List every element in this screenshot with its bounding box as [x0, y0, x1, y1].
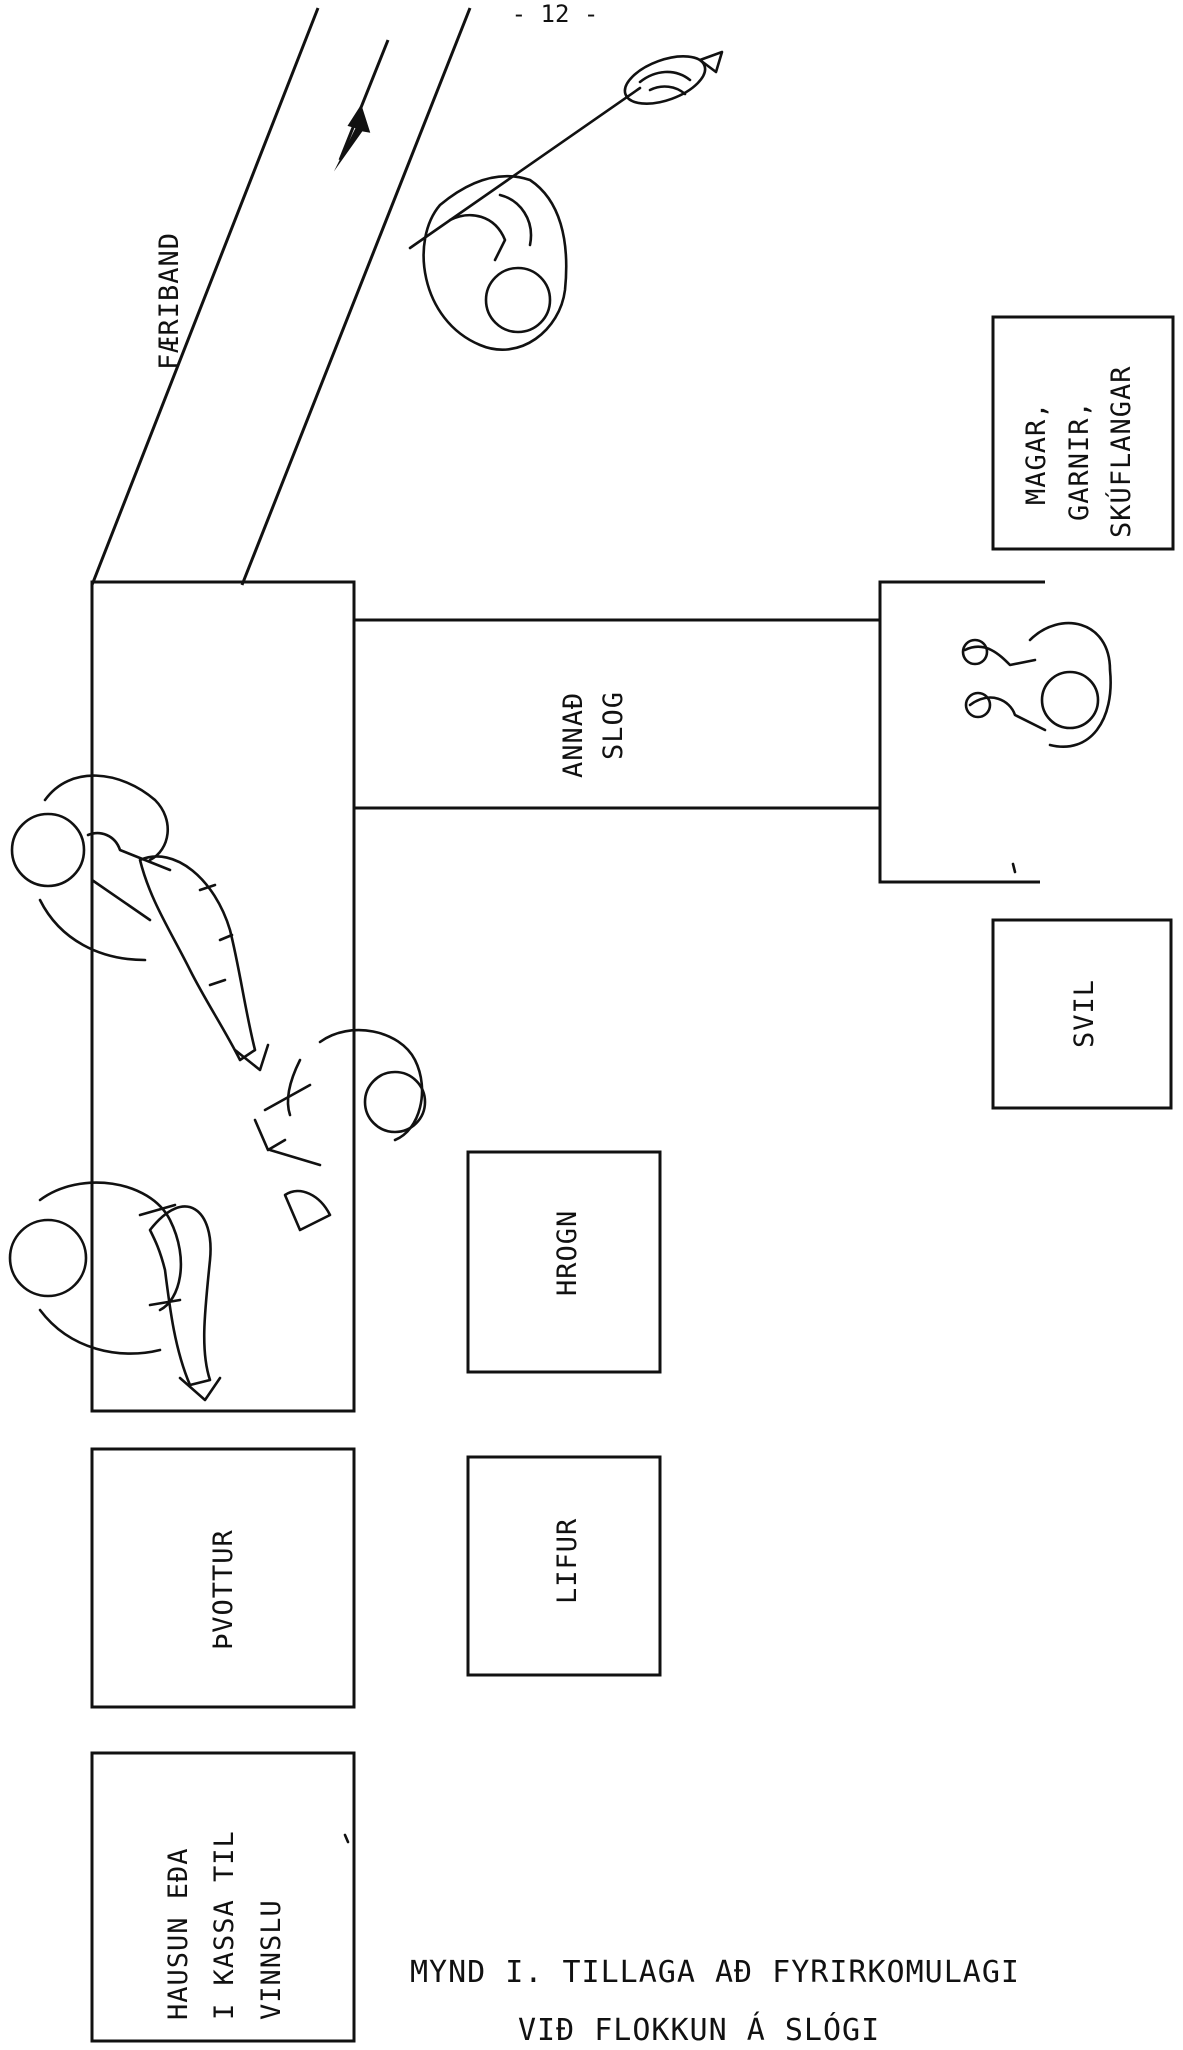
- magar-label-line1: MAGAR,: [1021, 401, 1052, 505]
- conveyor-label: FÆRIBAND: [154, 232, 185, 370]
- worker-with-net-illustration: [408, 50, 724, 351]
- processing-table: [90, 580, 356, 1413]
- magar-label-line2: GARNIR,: [1064, 400, 1095, 521]
- hrogn-label: HROGN: [552, 1210, 583, 1296]
- svil-label: SVIL: [1069, 979, 1100, 1048]
- hausun-label-line3: VINNSLU: [256, 1899, 287, 2020]
- conveyor-belt: FÆRIBAND: [90, 7, 472, 586]
- worker-side-table-illustration: [961, 622, 1112, 748]
- thvottur-label: ÞVOTTUR: [208, 1529, 239, 1650]
- caption-line1: MYND I. TILLAGA AÐ FYRIRKOMULAGI: [410, 1955, 1020, 1990]
- worker-gutting-lower-illustration: [8, 1181, 222, 1402]
- annad-label-line2: SLOG: [598, 691, 629, 760]
- box-hrogn: HROGN: [466, 1150, 662, 1374]
- hausun-label-line2: I KASSA TIL: [209, 1830, 240, 2020]
- box-thvottur: ÞVOTTUR: [90, 1447, 356, 1709]
- caption-line2: VIÐ FLOKKUN Á SLÓGI: [518, 2011, 880, 2048]
- box-magar: MAGAR, GARNIR, SKÚFLANGAR: [991, 315, 1175, 551]
- worker-gutting-upper-illustration: [10, 774, 270, 1072]
- lifur-label: LIFUR: [552, 1518, 583, 1604]
- pen-mark: [343, 1833, 350, 1844]
- side-table: [878, 580, 1045, 884]
- worker-gutting-center-illustration: [253, 1028, 427, 1232]
- box-svil: SVIL: [991, 918, 1173, 1110]
- hausun-label-line1: HAUSUN EÐA: [163, 1847, 194, 2020]
- annad-label-line1: ANNAÐ: [558, 692, 589, 778]
- offal-chute: ANNAÐ SLOG: [354, 618, 880, 810]
- page-number: - 12 -: [512, 0, 599, 28]
- box-hausun: HAUSUN EÐA I KASSA TIL VINNSLU: [90, 1751, 356, 2043]
- magar-label-line3: SKÚFLANGAR: [1105, 365, 1137, 538]
- direction-arrow-icon: [333, 104, 371, 172]
- box-lifur: LIFUR: [466, 1455, 662, 1677]
- pen-mark: [1011, 862, 1017, 874]
